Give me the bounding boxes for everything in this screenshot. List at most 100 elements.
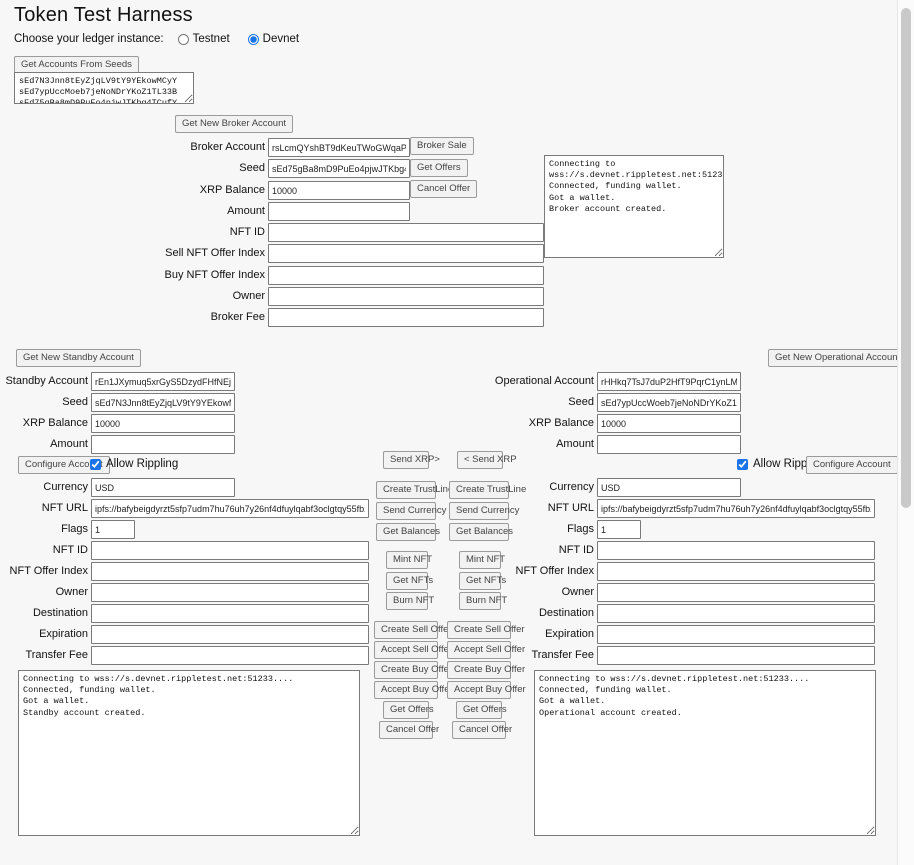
standby-get-balances-button[interactable]: Get Balances xyxy=(376,523,440,542)
standby-send-xrp-button[interactable]: Send XRP> xyxy=(383,451,440,470)
page-scrollbar[interactable] xyxy=(897,0,914,865)
operational-get-nfts-button[interactable]: Get NFTs xyxy=(459,572,506,591)
broker-nft-id-input[interactable] xyxy=(268,223,544,242)
standby-mint-nft-button[interactable]: Mint NFT xyxy=(386,551,432,570)
operational-send-currency-button[interactable]: Send Currency xyxy=(449,502,519,521)
operational-nft-url-input[interactable] xyxy=(597,499,875,518)
standby-create-sell-offer-button[interactable]: Create Sell Offer xyxy=(374,621,452,640)
standby-allow-rippling-checkbox[interactable] xyxy=(90,458,101,470)
operational-cancel-offer-button[interactable]: Cancel Offer xyxy=(452,721,512,740)
operational-currency-label: Currency xyxy=(549,481,594,493)
operational-get-offers-button[interactable]: Get Offers xyxy=(456,701,507,720)
get-new-operational-account-button[interactable]: Get New Operational Account xyxy=(768,349,898,368)
broker-xrp-balance-input[interactable] xyxy=(268,181,410,200)
standby-nft-url-label: NFT URL xyxy=(41,502,88,514)
broker-get-offers-button[interactable]: Get Offers xyxy=(410,159,468,178)
standby-nft-offer-index-label: NFT Offer Index xyxy=(9,565,88,577)
standby-burn-nft-button[interactable]: Burn NFT xyxy=(386,592,434,611)
operational-amount-input[interactable] xyxy=(597,435,741,454)
standby-flags-input[interactable] xyxy=(91,520,135,539)
standby-amount-input[interactable] xyxy=(91,435,235,454)
broker-seed-input[interactable] xyxy=(268,159,410,178)
standby-create-trustline-button[interactable]: Create TrustLine xyxy=(376,481,453,500)
standby-owner-label: Owner xyxy=(55,586,88,598)
operational-amount-label: Amount xyxy=(556,438,594,450)
operational-accept-buy-offer-button[interactable]: Accept Buy Offer xyxy=(447,681,526,700)
standby-xrp-balance-input[interactable] xyxy=(91,414,235,433)
standby-account-label: Standby Account xyxy=(5,375,88,387)
operational-expiration-input[interactable] xyxy=(597,625,875,644)
get-new-broker-account-button[interactable]: Get New Broker Account xyxy=(175,115,294,134)
operational-allow-rippling-checkbox[interactable] xyxy=(737,458,748,470)
operational-create-sell-offer-button[interactable]: Create Sell Offer xyxy=(447,621,525,640)
standby-configure-account-button[interactable]: Configure Account xyxy=(18,456,110,475)
standby-expiration-input[interactable] xyxy=(91,625,369,644)
operational-accept-sell-offer-button[interactable]: Accept Sell Offer xyxy=(447,641,525,660)
operational-destination-input[interactable] xyxy=(597,604,875,623)
standby-currency-input[interactable] xyxy=(91,478,235,497)
operational-expiration-label: Expiration xyxy=(545,628,594,640)
broker-sell-nft-offer-index-input[interactable] xyxy=(268,244,544,263)
operational-log-textarea[interactable] xyxy=(534,670,876,836)
radio-devnet[interactable]: Devnet xyxy=(247,33,300,45)
get-new-standby-account-button[interactable]: Get New Standby Account xyxy=(16,349,141,368)
standby-accept-sell-offer-button[interactable]: Accept Sell Offer xyxy=(374,641,452,660)
radio-testnet[interactable]: Testnet xyxy=(177,33,230,45)
operational-get-balances-button[interactable]: Get Balances xyxy=(449,523,513,542)
radio-devnet-input[interactable] xyxy=(247,33,259,45)
operational-xrp-balance-input[interactable] xyxy=(597,414,741,433)
standby-expiration-label: Expiration xyxy=(39,628,88,640)
operational-nft-id-input[interactable] xyxy=(597,541,875,560)
standby-get-offers-button[interactable]: Get Offers xyxy=(383,701,434,720)
operational-xrp-balance-label: XRP Balance xyxy=(528,417,594,429)
operational-burn-nft-button[interactable]: Burn NFT xyxy=(459,592,507,611)
standby-nft-offer-index-input[interactable] xyxy=(91,562,369,581)
broker-broker-fee-input[interactable] xyxy=(268,308,544,327)
seeds-textarea[interactable] xyxy=(14,72,194,104)
operational-owner-input[interactable] xyxy=(597,583,875,602)
operational-configure-account-button[interactable]: Configure Account xyxy=(806,456,898,475)
broker-cancel-offer-button[interactable]: Cancel Offer xyxy=(410,180,478,199)
operational-create-trustline-button[interactable]: Create TrustLine xyxy=(449,481,526,500)
broker-owner-label: Owner xyxy=(232,290,265,302)
operational-seed-input[interactable] xyxy=(597,393,741,412)
broker-amount-input[interactable] xyxy=(268,202,410,221)
broker-owner-input[interactable] xyxy=(268,287,544,306)
standby-destination-input[interactable] xyxy=(91,604,369,623)
operational-create-buy-offer-button[interactable]: Create Buy Offer xyxy=(447,661,525,680)
standby-allow-rippling-row[interactable]: Allow Rippling xyxy=(90,458,178,470)
broker-account-label: Broker Account xyxy=(190,141,265,153)
operational-flags-input[interactable] xyxy=(597,520,641,539)
standby-seed-input[interactable] xyxy=(91,393,235,412)
broker-sell-nft-offer-index-label: Sell NFT Offer Index xyxy=(165,247,265,259)
broker-buy-nft-offer-index-input[interactable] xyxy=(268,266,544,285)
standby-transfer-fee-input[interactable] xyxy=(91,646,369,665)
operational-account-input[interactable] xyxy=(597,372,741,391)
standby-send-currency-button[interactable]: Send Currency xyxy=(376,502,446,521)
operational-currency-input[interactable] xyxy=(597,478,741,497)
operational-transfer-fee-input[interactable] xyxy=(597,646,875,665)
radio-testnet-input[interactable] xyxy=(177,33,189,45)
standby-create-buy-offer-button[interactable]: Create Buy Offer xyxy=(374,661,452,680)
standby-log-textarea[interactable] xyxy=(18,670,360,836)
page-scrollbar-thumb[interactable] xyxy=(901,8,911,508)
broker-sale-button[interactable]: Broker Sale xyxy=(410,137,474,156)
radio-devnet-label: Devnet xyxy=(262,33,300,45)
broker-log-textarea[interactable] xyxy=(544,155,724,258)
standby-accept-buy-offer-button[interactable]: Accept Buy Offer xyxy=(374,681,453,700)
standby-nft-id-label: NFT ID xyxy=(52,544,88,556)
broker-account-input[interactable] xyxy=(268,138,410,157)
operational-mint-nft-button[interactable]: Mint NFT xyxy=(459,551,505,570)
ledger-instance-chooser: Choose your ledger instance: Testnet Dev… xyxy=(14,33,311,45)
standby-account-input[interactable] xyxy=(91,372,235,391)
operational-destination-label: Destination xyxy=(538,607,594,619)
radio-testnet-label: Testnet xyxy=(192,33,230,45)
operational-send-xrp-button[interactable]: < Send XRP xyxy=(457,451,517,470)
standby-cancel-offer-button[interactable]: Cancel Offer xyxy=(379,721,439,740)
operational-nft-offer-index-input[interactable] xyxy=(597,562,875,581)
standby-owner-input[interactable] xyxy=(91,583,369,602)
standby-nft-url-input[interactable] xyxy=(91,499,369,518)
standby-get-nfts-button[interactable]: Get NFTs xyxy=(386,572,433,591)
standby-nft-id-input[interactable] xyxy=(91,541,369,560)
